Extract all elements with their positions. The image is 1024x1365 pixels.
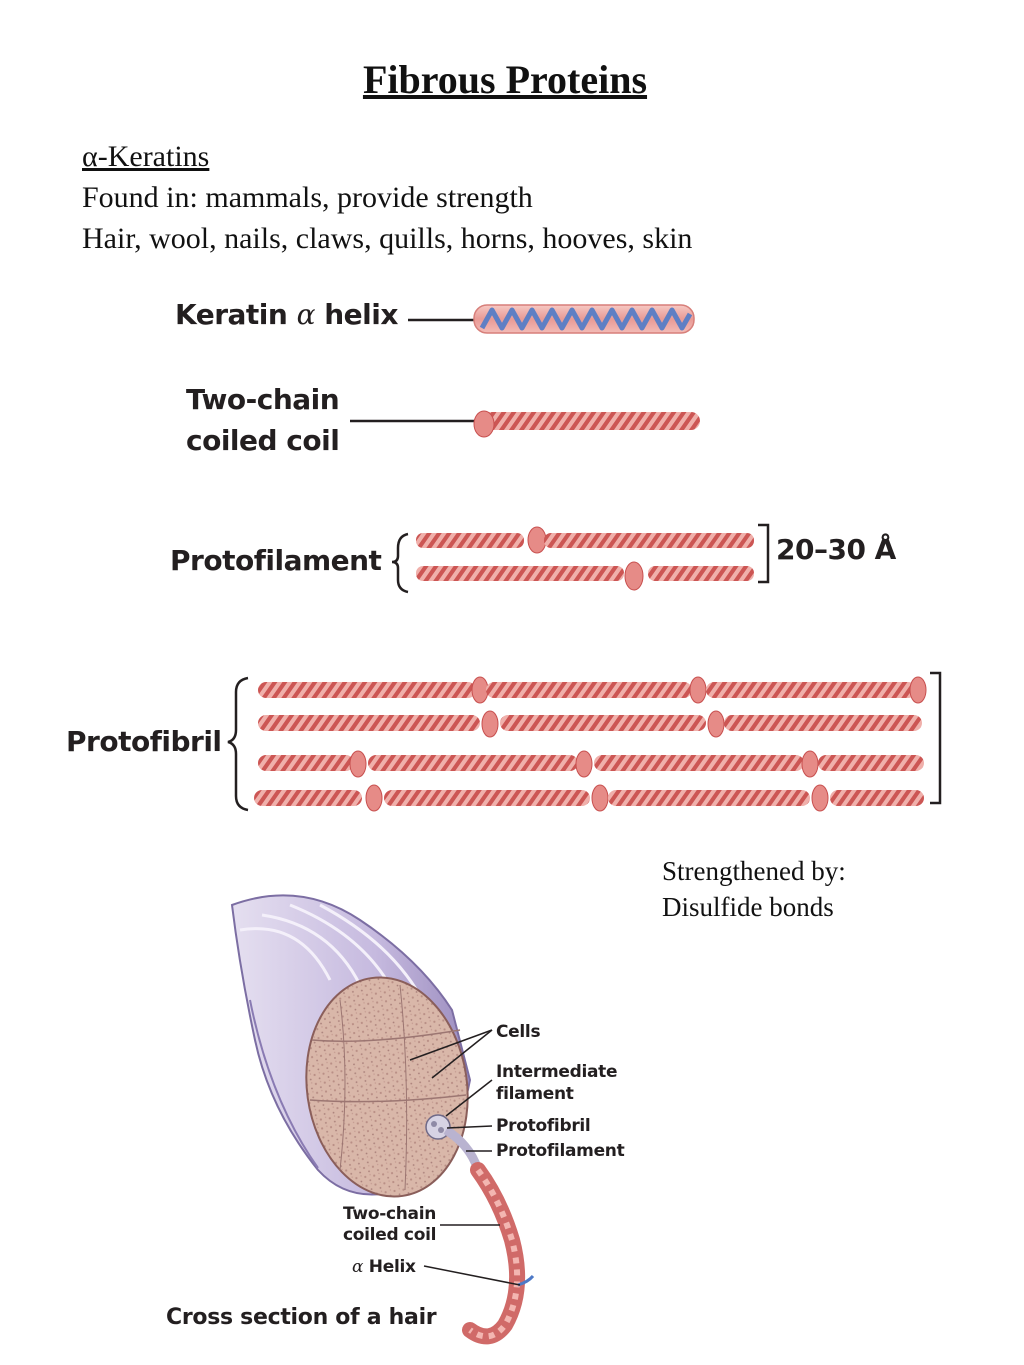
- hair-label-helix: α Helix: [352, 1257, 416, 1277]
- protofilament-width-label: 20–30 Å: [776, 533, 896, 566]
- coiled-coil-rope: [476, 412, 700, 430]
- hair-label-intermediate-1: Intermediate: [496, 1062, 618, 1082]
- protofilament-bracket: [758, 523, 770, 584]
- hair-label-cells: Cells: [496, 1022, 541, 1042]
- section-subtitle: α-Keratins: [82, 140, 210, 173]
- page-title: Fibrous Proteins: [362, 57, 648, 102]
- hair-label-protofibril: Protofibril: [496, 1116, 591, 1136]
- strengthened-line1: Strengthened by:: [662, 856, 846, 886]
- hair-label-coiled-2: coiled coil: [343, 1225, 437, 1245]
- coiled-coil-head: [473, 410, 495, 438]
- hair-label-coiled-1: Two-chain: [343, 1204, 437, 1224]
- protofilament-group: [391, 523, 770, 594]
- hair-label-intermediate-2: filament: [496, 1084, 574, 1104]
- strengthened-note: Strengthened by: Disulfide bonds: [662, 853, 846, 925]
- protofibril-group: [227, 671, 942, 812]
- hair-caption: Cross section of a hair: [166, 1305, 437, 1330]
- examples-text: Hair, wool, nails, claws, quills, horns,…: [82, 222, 693, 255]
- protofibril-bracket: [930, 671, 942, 805]
- protofibril-brace: [227, 676, 249, 812]
- hair-illustration: [230, 894, 535, 1345]
- coiled-coil-label-line2: coiled coil: [186, 424, 340, 457]
- protofibril-label: Protofibril: [66, 725, 222, 758]
- protofilament-label: Protofilament: [170, 544, 382, 577]
- strengthened-line2: Disulfide bonds: [662, 892, 834, 922]
- found-in-text: Found in: mammals, provide strength: [82, 181, 533, 214]
- protofilament-brace: [391, 532, 409, 594]
- hair-label-protofilament: Protofilament: [496, 1141, 625, 1161]
- alpha-helix-spiral: [479, 307, 693, 331]
- alpha-helix-label: Keratin α helix: [175, 298, 398, 331]
- coiled-coil-label-line1: Two-chain: [186, 383, 340, 416]
